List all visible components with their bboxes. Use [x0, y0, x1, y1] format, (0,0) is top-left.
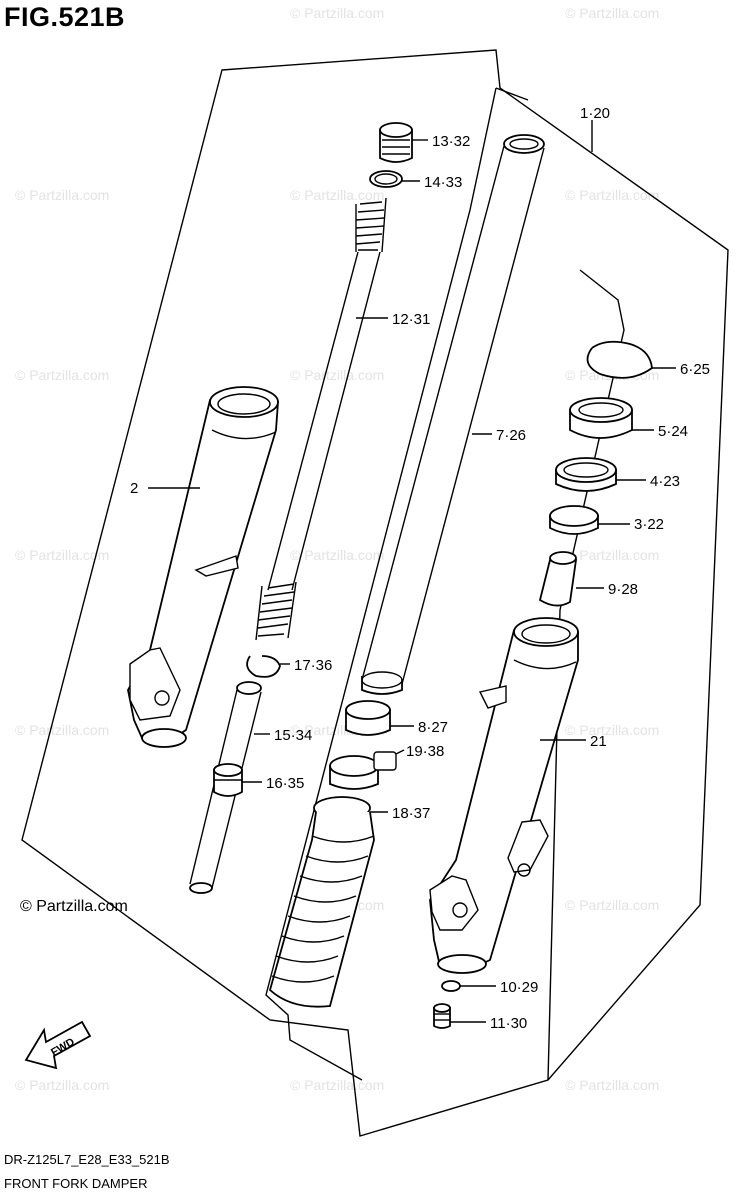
callout-1: 1·20: [580, 105, 610, 122]
watermark: © Partzilla.com: [290, 5, 384, 21]
watermark: © Partzilla.com: [15, 547, 109, 563]
part-12-fork-spring: [255, 197, 387, 641]
callout-21: 21: [590, 733, 607, 750]
model-code: DR-Z125L7_E28_E33_521B: [4, 1152, 170, 1167]
part-19-clamp: [329, 751, 397, 790]
callout-8: 8·27: [418, 719, 448, 736]
callout-15: 15·34: [274, 727, 312, 744]
callout-6: 6·25: [680, 361, 710, 378]
part-9-oil-lock-piece: [538, 551, 578, 607]
callout-17: 17·36: [294, 657, 332, 674]
leader-lines: [148, 120, 676, 1023]
watermark: © Partzilla.com: [15, 1077, 109, 1093]
callout-16: 16·35: [266, 775, 304, 792]
callout-18: 18·37: [392, 805, 430, 822]
callout-3: 3·22: [634, 516, 664, 533]
watermark: © Partzilla.com: [15, 722, 109, 738]
watermark: © Partzilla.com: [565, 1077, 659, 1093]
callout-14: 14·33: [424, 174, 462, 191]
callout-2: 2: [130, 480, 138, 497]
callout-10: 10·29: [500, 979, 538, 996]
watermark: © Partzilla.com: [565, 897, 659, 913]
part-18-dust-boot: [268, 796, 375, 1008]
part-10-gasket: [441, 980, 461, 992]
part-2-outer-tube: [127, 386, 279, 748]
callout-19: 19·38: [406, 743, 444, 760]
callout-4: 4·23: [650, 473, 680, 490]
part-5-oil-seal: [569, 397, 633, 439]
part-6-circlip: [586, 340, 653, 379]
part-21-outer-tube: [429, 617, 579, 974]
watermark: © Partzilla.com: [290, 1077, 384, 1093]
part-7-inner-tube: [361, 134, 545, 695]
watermark: © Partzilla.com: [15, 367, 109, 383]
part-8-bushing: [345, 700, 391, 736]
watermark: © Partzilla.com: [565, 722, 659, 738]
diagram-name: FRONT FORK DAMPER: [4, 1176, 148, 1191]
watermark: © Partzilla.com: [290, 547, 384, 563]
part-16-piston-ring: [213, 763, 243, 797]
part-3-guide-bushing: [549, 505, 599, 535]
frame-edge: [495, 87, 529, 101]
watermark: © Partzilla.com: [290, 187, 384, 203]
inner-frame-left: [265, 87, 497, 1081]
figure-title: FIG.521B: [4, 2, 126, 32]
callout-7: 7·26: [496, 427, 526, 444]
part-17-circlip: [246, 655, 281, 678]
callout-13: 13·32: [432, 133, 470, 150]
watermark: © Partzilla.com: [290, 367, 384, 383]
watermark: © Partzilla.com: [15, 187, 109, 203]
part-13-cap-bolt: [379, 122, 413, 163]
part-4-washer: [555, 457, 617, 492]
watermark: © Partzilla.com: [565, 5, 659, 21]
copyright-notice: © Partzilla.com: [20, 898, 128, 915]
fwd-arrow-icon: FWD: [24, 1020, 92, 1070]
watermark: © Partzilla.com: [565, 547, 659, 563]
callout-12: 12·31: [392, 311, 430, 328]
callout-11: 11·30: [490, 1015, 527, 1032]
inner-frame-right: [547, 269, 625, 1081]
watermark: © Partzilla.com: [565, 187, 659, 203]
part-11-bolt: [433, 1003, 451, 1029]
callout-5: 5·24: [658, 423, 688, 440]
callout-9: 9·28: [608, 581, 638, 598]
